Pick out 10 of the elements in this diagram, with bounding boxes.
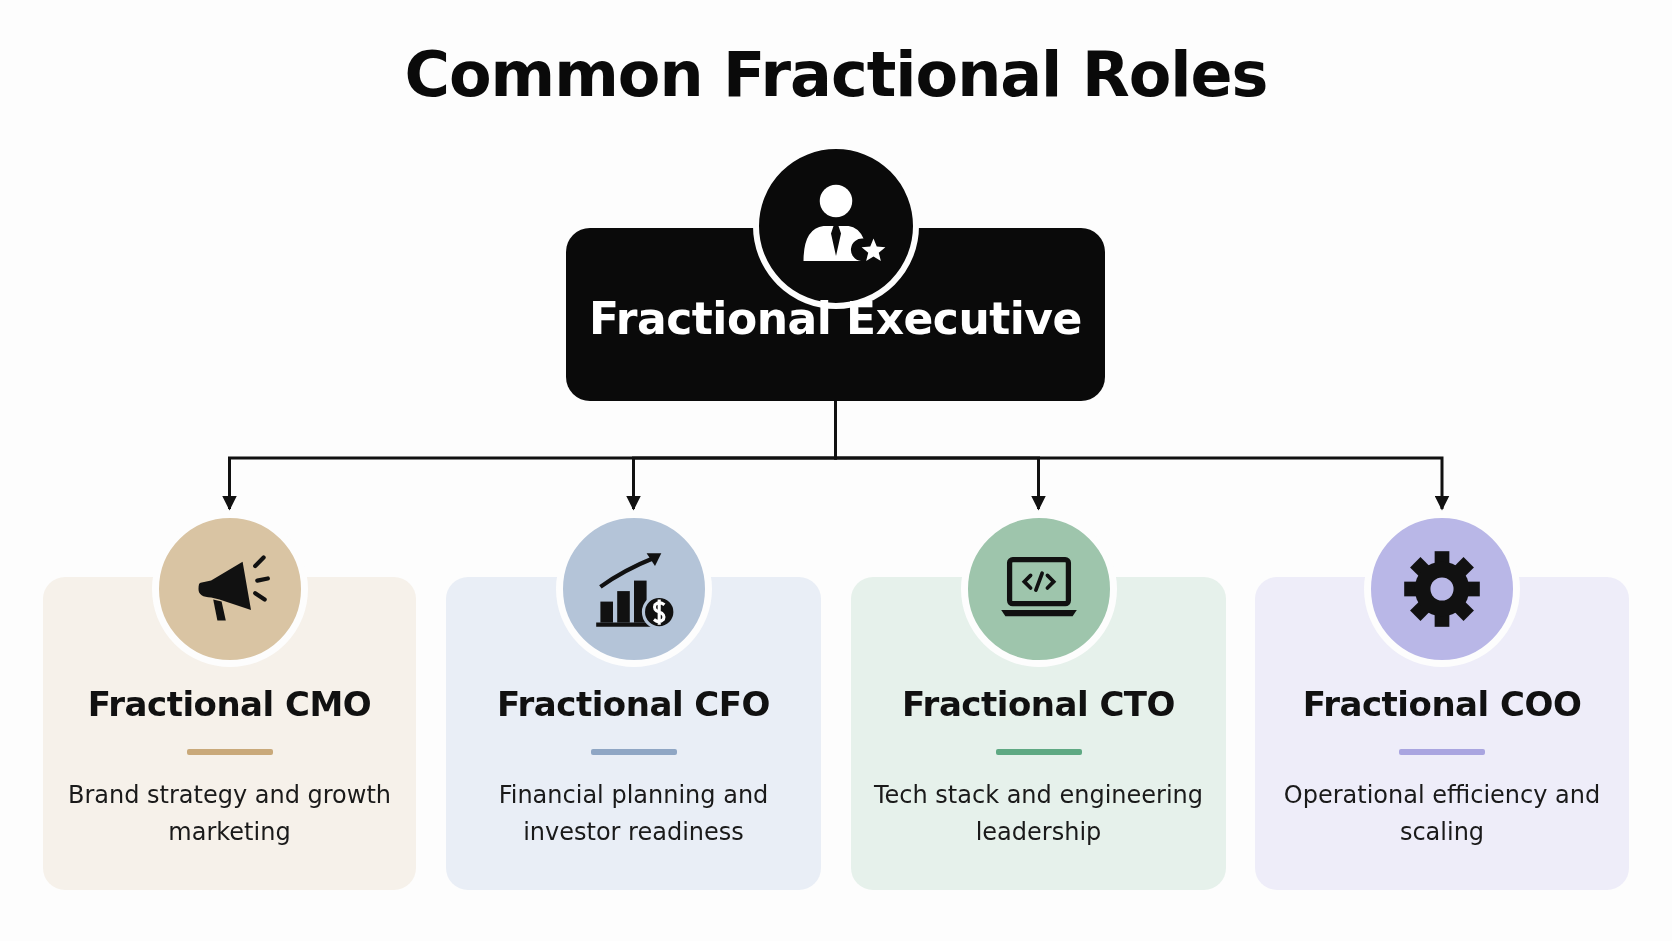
card-description: Financial planning and investor readiness [497, 780, 770, 848]
card-description: Brand strategy and growth marketing [66, 780, 393, 848]
title: Common Fractional Roles [403, 38, 1269, 111]
card-description: Operational efficiency and scaling [1282, 780, 1602, 848]
card-title: Fractional CFO [496, 684, 771, 724]
card-description: Tech stack and engineering leadership [872, 780, 1205, 848]
card-title: Fractional CTO [901, 684, 1176, 724]
card-title: Fractional COO [1301, 684, 1583, 724]
node-title: Fractional Executive [588, 293, 1083, 344]
card-title: Fractional CMO [86, 684, 373, 724]
